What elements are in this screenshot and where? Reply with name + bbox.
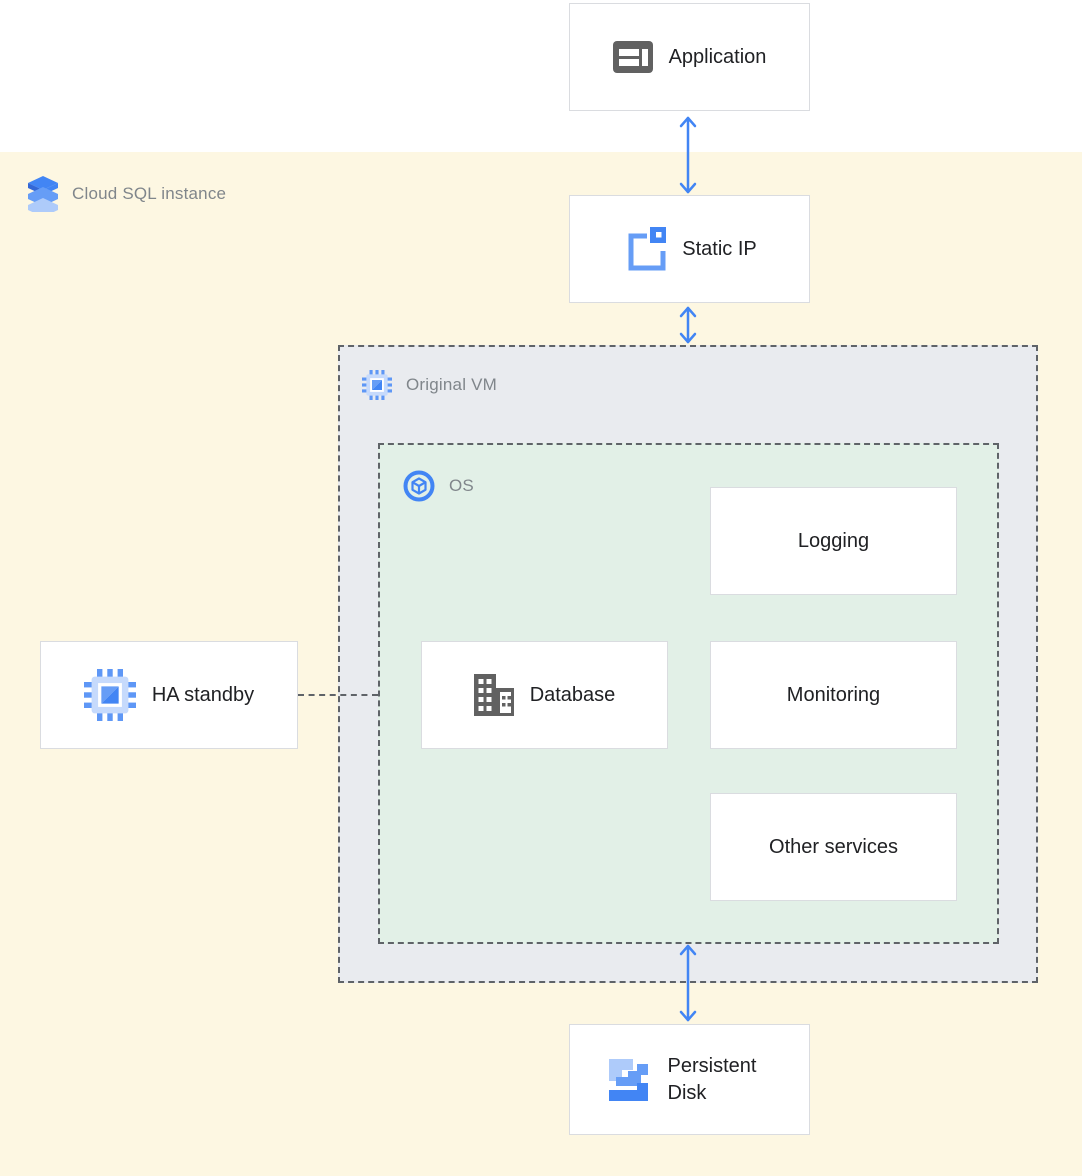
- database-icon: [473, 674, 514, 716]
- persistent-disk-label: Persistent Disk: [667, 1054, 757, 1104]
- dashed-connector-ha-os: [298, 694, 378, 696]
- database-label: Database: [529, 683, 616, 706]
- monitoring-label: Monitoring: [786, 683, 881, 706]
- ha-standby-label: HA standby: [151, 683, 255, 706]
- other-services-node: Other services: [710, 793, 957, 901]
- application-label: Application: [668, 45, 767, 68]
- logging-label: Logging: [797, 529, 870, 552]
- application-node: Application: [569, 3, 810, 111]
- arrow-staticip-vm: [676, 304, 700, 346]
- static-ip-icon: [622, 227, 667, 271]
- static-ip-label: Static IP: [682, 237, 757, 260]
- ha-standby-node: HA standby: [40, 641, 298, 749]
- static-ip-node: Static IP: [569, 195, 810, 303]
- arrow-os-persistentdisk: [676, 942, 700, 1024]
- os-zone-label: OS: [403, 470, 474, 502]
- cloud-sql-icon: [28, 176, 58, 217]
- application-icon: [612, 41, 653, 73]
- os-zone-label-text: OS: [449, 476, 474, 495]
- cloud-sql-zone-label: Cloud SQL instance: [28, 176, 227, 217]
- compute-engine-icon: [83, 669, 136, 721]
- monitoring-node: Monitoring: [710, 641, 957, 749]
- compute-engine-icon: [362, 370, 392, 400]
- arrow-application-staticip: [676, 114, 700, 196]
- persistent-disk-node: Persistent Disk: [569, 1024, 810, 1135]
- database-node: Database: [421, 641, 668, 749]
- logging-node: Logging: [710, 487, 957, 595]
- persistent-disk-icon: [604, 1055, 652, 1105]
- os-icon: [403, 470, 435, 502]
- original-vm-zone-label-text: Original VM: [406, 375, 498, 394]
- other-services-label: Other services: [769, 835, 898, 858]
- cloud-sql-zone-label-text: Cloud SQL instance: [72, 184, 227, 203]
- original-vm-zone-label: Original VM: [362, 370, 497, 400]
